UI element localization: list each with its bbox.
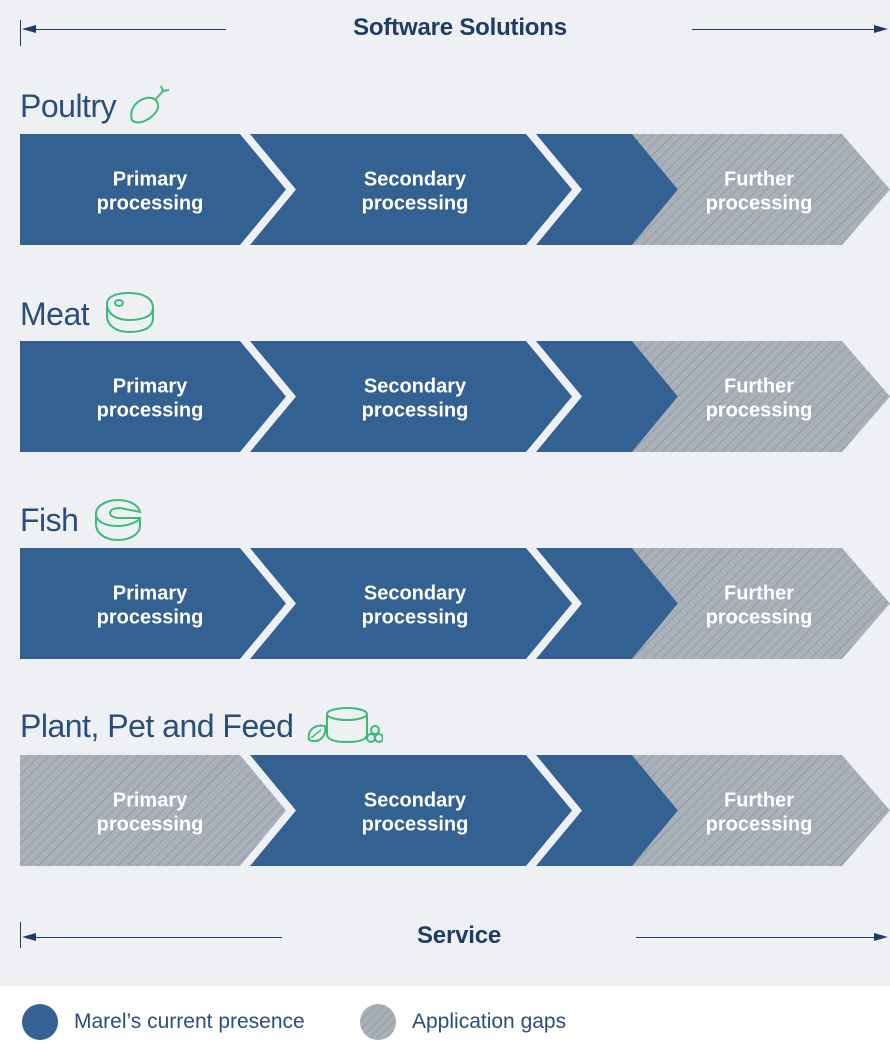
chevron-primary <box>20 755 286 866</box>
legend-label-gap: Application gaps <box>412 1010 567 1033</box>
stage-label-primary-line-2: processing <box>97 193 204 215</box>
stage-label-primary-line-2: processing <box>97 607 204 629</box>
gap-swatch <box>360 1004 396 1040</box>
chevron-further <box>632 755 890 866</box>
stage-label-secondary-line-2: processing <box>362 814 469 836</box>
flow-row-poultry: PrimaryprocessingSecondaryprocessingFurt… <box>20 134 890 245</box>
flow-row-fish: PrimaryprocessingSecondaryprocessingFurt… <box>20 548 890 659</box>
software-span-left-arrow <box>22 25 36 33</box>
service-span-left-line <box>34 937 282 938</box>
stage-label-primary-line-1: Primary <box>113 376 188 398</box>
legend-item-gap: Application gaps <box>360 1004 566 1040</box>
software-solutions-title: Software Solutions <box>353 14 567 41</box>
chevron-secondary <box>250 755 572 866</box>
category-name-fish: Fish <box>20 501 79 538</box>
category-title-fish: Fish <box>20 496 148 544</box>
legend <box>0 986 890 1046</box>
chevron-further <box>632 548 890 659</box>
category-name-poultry: Poultry <box>20 87 117 124</box>
chevron-primary <box>20 134 286 245</box>
stage-label-secondary-line-2: processing <box>362 607 469 629</box>
category-name-plant-pet-feed: Plant, Pet and Feed <box>20 707 294 744</box>
chevron-primary <box>20 548 286 659</box>
chevron-secondary <box>250 548 572 659</box>
stage-label-further-line-1: Further <box>724 790 794 812</box>
chevron-secondary <box>250 134 572 245</box>
legend-label-presence: Marel’s current presence <box>74 1010 305 1033</box>
stage-label-secondary-line-2: processing <box>362 400 469 422</box>
stage-label-further-line-2: processing <box>706 814 813 836</box>
service-span-right-arrow <box>874 933 888 941</box>
stage-label-secondary-line-1: Secondary <box>364 169 467 191</box>
stage-label-further-line-2: processing <box>706 607 813 629</box>
software-span-start-tick <box>20 20 21 46</box>
software-span-right-line <box>692 29 874 30</box>
software-span-right-arrow <box>874 25 888 33</box>
chevron-further <box>632 134 890 245</box>
meat-icon <box>106 291 155 334</box>
stage-label-secondary-line-1: Secondary <box>364 376 467 398</box>
stage-label-further-line-1: Further <box>724 583 794 605</box>
presence-swatch <box>22 1004 58 1040</box>
chevron-connector <box>536 548 678 659</box>
chevron-connector <box>536 341 678 452</box>
stage-label-secondary-line-1: Secondary <box>364 583 467 605</box>
software-span-left-line <box>34 29 226 30</box>
stage-label-secondary-line-1: Secondary <box>364 790 467 812</box>
category-name-meat: Meat <box>20 295 90 332</box>
legend-item-presence: Marel’s current presence <box>22 1004 305 1040</box>
category-title-poultry: Poultry <box>20 84 174 128</box>
stage-label-primary-line-1: Primary <box>113 583 188 605</box>
fish-icon <box>95 498 143 542</box>
stage-label-further-line-2: processing <box>706 400 813 422</box>
stage-label-primary-line-1: Primary <box>113 169 188 191</box>
chevron-primary <box>20 341 286 452</box>
chevron-connector <box>536 134 678 245</box>
stage-label-further-line-1: Further <box>724 169 794 191</box>
flow-row-meat: PrimaryprocessingSecondaryprocessingFurt… <box>20 341 890 452</box>
service-title: Service <box>416 922 501 949</box>
stage-label-further-line-2: processing <box>706 193 813 215</box>
chevron-connector <box>536 755 678 866</box>
chevron-secondary <box>250 341 572 452</box>
flow-row-plant-pet-feed: PrimaryprocessingSecondaryprocessingFurt… <box>20 755 890 866</box>
service-span-left-arrow <box>22 933 36 941</box>
service-span-right-line <box>636 937 874 938</box>
stage-label-primary-line-2: processing <box>97 814 204 836</box>
category-title-plant-pet-feed: Plant, Pet and Feed <box>20 702 384 750</box>
diagram-panel: Software Solutions Poultry Meat Fish <box>0 0 890 986</box>
service-span-start-tick <box>20 922 21 948</box>
category-title-meat: Meat <box>20 290 159 338</box>
stage-label-primary-line-2: processing <box>97 400 204 422</box>
plant-pet-feed-icon <box>308 707 384 744</box>
stage-label-further-line-1: Further <box>724 376 794 398</box>
poultry-icon <box>130 85 170 124</box>
stage-label-primary-line-1: Primary <box>113 790 188 812</box>
chevron-further <box>632 341 890 452</box>
stage-label-secondary-line-2: processing <box>362 193 469 215</box>
